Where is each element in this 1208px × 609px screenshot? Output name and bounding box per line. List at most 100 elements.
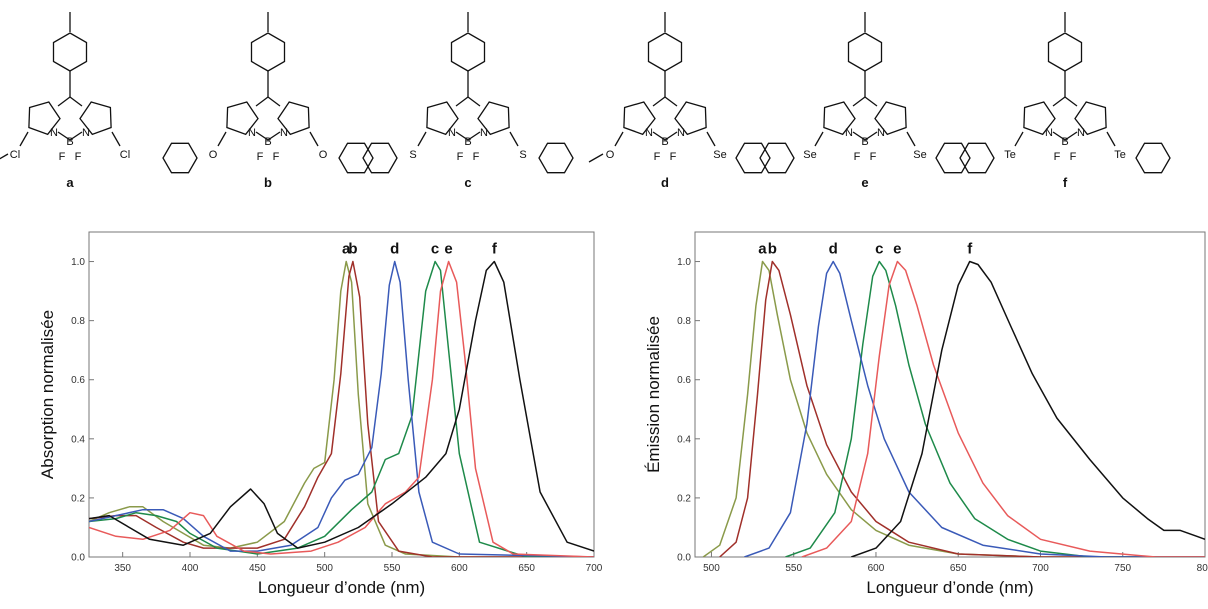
pyrrole-right — [1074, 101, 1107, 136]
emission-series-b — [719, 260, 1205, 557]
atom-f: F — [457, 151, 464, 163]
emission-series-label-d: d — [829, 241, 838, 258]
absorption-series-label-e: e — [444, 241, 452, 258]
atom-n: N — [82, 127, 90, 139]
emission-x-tick-label: 700 — [1032, 563, 1049, 574]
substituent-left: Te — [1004, 149, 1016, 161]
emission-series-label-f: f — [967, 241, 973, 258]
atom-f: F — [870, 151, 877, 163]
pyrrole-left — [226, 101, 259, 136]
atom-f: F — [670, 151, 677, 163]
substituent-right: Cl — [120, 149, 130, 161]
phenyl-ring-right — [538, 142, 574, 174]
atom-n: N — [1077, 127, 1085, 139]
emission-y-axis-title: Émission normalisée — [644, 316, 663, 473]
emission-y-tick-label: 0.4 — [677, 434, 691, 445]
emission-x-tick-label: 550 — [785, 563, 802, 574]
absorption-series-c — [89, 260, 594, 557]
absorption-series-label-a: a — [342, 241, 351, 258]
bond — [1064, 96, 1078, 107]
atom-f: F — [854, 151, 861, 163]
substituent-right: O — [319, 149, 328, 161]
bond — [906, 131, 916, 147]
absorption-x-tick-label: 650 — [518, 563, 535, 574]
phenyl-ring-right — [338, 142, 374, 174]
absorption-x-tick-label: 700 — [586, 563, 603, 574]
tolyl-ring — [250, 32, 286, 72]
bond — [614, 131, 624, 147]
molecule-letter: b — [264, 175, 272, 190]
molecule-letter: a — [66, 175, 74, 190]
atom-b: B — [264, 136, 271, 148]
absorption-series-label-c: c — [431, 241, 439, 258]
bond — [864, 96, 878, 107]
phenyl-ring-right — [1135, 142, 1171, 174]
bond — [57, 96, 71, 107]
bond — [1064, 131, 1078, 141]
atom-n: N — [280, 127, 288, 139]
absorption-series-label-d: d — [390, 241, 399, 258]
bond — [864, 131, 878, 141]
bond — [652, 96, 666, 107]
pyrrole-right — [477, 101, 510, 136]
atom-f: F — [257, 151, 264, 163]
bond — [69, 96, 83, 107]
emission-x-tick-label: 600 — [868, 563, 885, 574]
atom-n: N — [480, 127, 488, 139]
atom-b: B — [1061, 136, 1068, 148]
emission-series-label-a: a — [758, 241, 767, 258]
emission-y-tick-label: 0.0 — [677, 553, 691, 564]
emission-x-axis-title: Longueur d’onde (nm) — [866, 578, 1033, 597]
substituent-left: O — [209, 149, 218, 161]
bond — [455, 96, 469, 107]
emission-x-tick-label: 500 — [703, 563, 720, 574]
atom-b: B — [66, 136, 73, 148]
emission-x-tick-label: 650 — [950, 563, 967, 574]
emission-series-c — [785, 260, 1205, 557]
pyrrole-right — [79, 101, 112, 136]
bond — [1052, 96, 1066, 107]
absorption-series-label-f: f — [492, 241, 498, 258]
emission-x-tick-label: 800 — [1197, 563, 1208, 574]
molecule-letter: e — [861, 175, 868, 190]
atom-f: F — [1070, 151, 1077, 163]
pyrrole-right — [874, 101, 907, 136]
tolyl-ring — [450, 32, 486, 72]
absorption-series-label-b: b — [348, 241, 357, 258]
absorption-y-axis-title: Absorption normalisée — [38, 310, 57, 479]
emission-series-a — [702, 260, 1205, 557]
bond — [852, 96, 866, 107]
atom-f: F — [654, 151, 661, 163]
bond — [652, 131, 666, 141]
phenyl-ring-left — [162, 142, 198, 174]
atom-b: B — [861, 136, 868, 148]
absorption-y-tick-label: 1.0 — [71, 257, 85, 268]
bond — [664, 131, 678, 141]
emission-series-label-b: b — [768, 241, 777, 258]
atom-n: N — [677, 127, 685, 139]
bond — [309, 131, 319, 147]
substituent-right: S — [519, 149, 526, 161]
emission-series-label-e: e — [893, 241, 901, 258]
absorption-y-tick-label: 0.6 — [71, 375, 85, 386]
atom-f: F — [1054, 151, 1061, 163]
molecule-letter: d — [661, 175, 669, 190]
atom-n: N — [645, 127, 653, 139]
tolyl-ring — [847, 32, 883, 72]
substituent-left: Se — [803, 149, 816, 161]
tolyl-ring — [1047, 32, 1083, 72]
atom-n: N — [448, 127, 456, 139]
substituent-right: Te — [1114, 149, 1126, 161]
emission-series-e — [801, 260, 1205, 557]
substituent-left: Cl — [10, 149, 20, 161]
atom-f: F — [59, 151, 66, 163]
atom-b: B — [464, 136, 471, 148]
emission-series-f — [851, 260, 1205, 557]
